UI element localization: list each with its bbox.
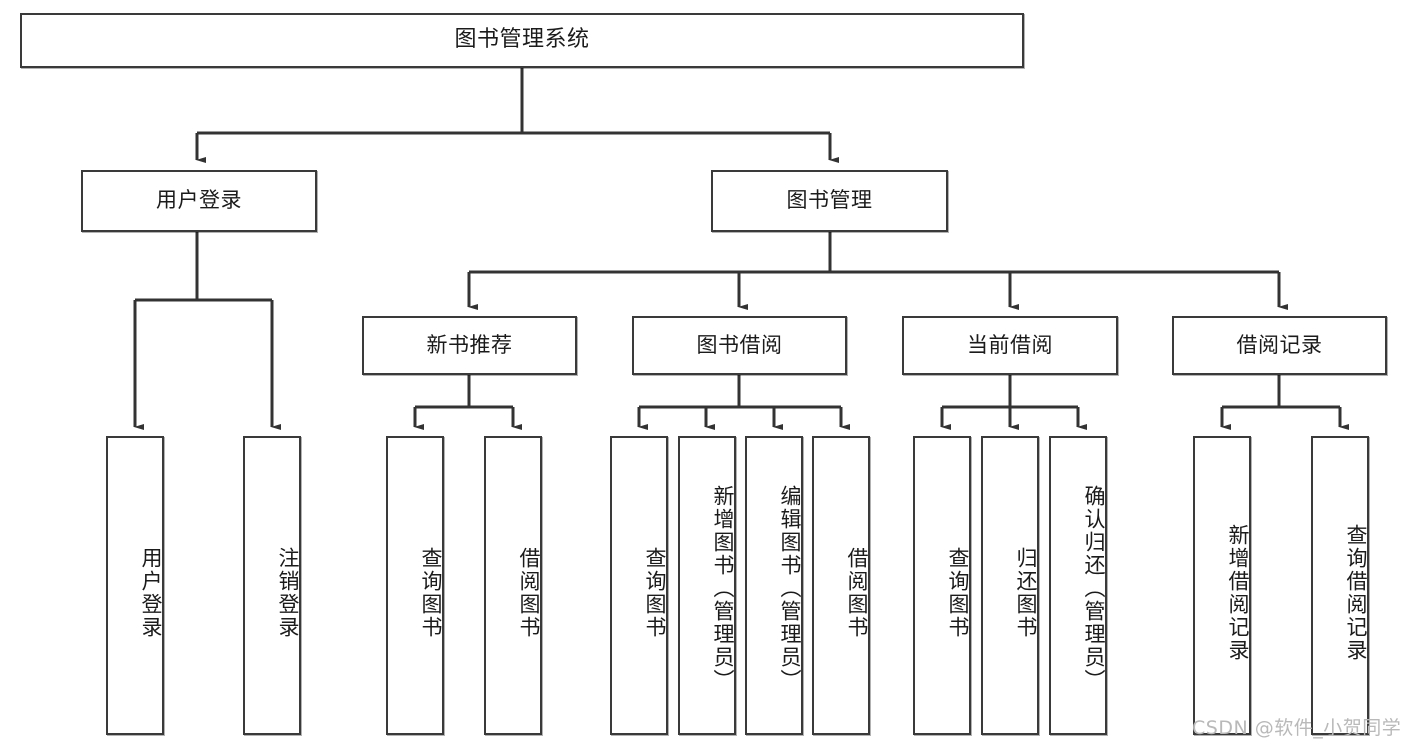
node-leaf-logout[interactable]: 注销登录 [243,436,301,735]
node-leaf-borrow-book-2-label: 借阅图书 [845,546,869,639]
node-user-login[interactable]: 用户登录 [81,170,317,232]
node-leaf-confirm-return-label: 确认归还（管理员） [1082,485,1106,692]
node-leaf-logout-label: 注销登录 [276,546,300,639]
node-book-management[interactable]: 图书管理 [711,170,948,232]
node-leaf-query-book-3[interactable]: 查询图书 [913,436,971,735]
node-current-borrow-label: 当前借阅 [967,332,1053,357]
node-user-login-label: 用户登录 [156,188,242,213]
node-leaf-add-record-label: 新增借阅记录 [1226,523,1250,662]
node-root-label: 图书管理系统 [454,27,590,53]
node-book-borrow[interactable]: 图书借阅 [632,316,847,375]
node-leaf-query-record-label: 查询借阅记录 [1344,523,1368,662]
watermark: CSDN @软件_小贺同学 [1192,717,1402,739]
node-leaf-query-book-1-label: 查询图书 [419,546,443,639]
node-leaf-add-book[interactable]: 新增图书（管理员） [678,436,736,735]
node-leaf-edit-book[interactable]: 编辑图书（管理员） [745,436,803,735]
node-leaf-query-book-3-label: 查询图书 [946,546,970,639]
node-leaf-return-book-label: 归还图书 [1014,546,1038,639]
node-leaf-return-book[interactable]: 归还图书 [981,436,1039,735]
node-leaf-borrow-book-2[interactable]: 借阅图书 [812,436,870,735]
node-leaf-user-login[interactable]: 用户登录 [106,436,164,735]
node-leaf-add-record[interactable]: 新增借阅记录 [1193,436,1251,735]
node-leaf-confirm-return[interactable]: 确认归还（管理员） [1049,436,1107,735]
node-leaf-user-login-label: 用户登录 [139,546,163,639]
node-book-borrow-label: 图书借阅 [696,332,783,357]
node-leaf-edit-book-label: 编辑图书（管理员） [778,485,802,692]
node-current-borrow[interactable]: 当前借阅 [902,316,1118,375]
node-leaf-borrow-book-1-label: 借阅图书 [517,546,541,639]
node-leaf-query-record[interactable]: 查询借阅记录 [1311,436,1369,735]
node-book-management-label: 图书管理 [786,188,873,213]
node-new-book-recommend[interactable]: 新书推荐 [362,316,577,375]
node-leaf-query-book-2[interactable]: 查询图书 [610,436,668,735]
node-root[interactable]: 图书管理系统 [20,13,1024,68]
node-borrow-record-label: 借阅记录 [1236,332,1323,357]
node-leaf-add-book-label: 新增图书（管理员） [711,485,735,692]
node-leaf-borrow-book-1[interactable]: 借阅图书 [484,436,542,735]
node-leaf-query-book-1[interactable]: 查询图书 [386,436,444,735]
node-borrow-record[interactable]: 借阅记录 [1172,316,1387,375]
node-leaf-query-book-2-label: 查询图书 [643,546,667,639]
node-new-book-recommend-label: 新书推荐 [426,332,513,357]
